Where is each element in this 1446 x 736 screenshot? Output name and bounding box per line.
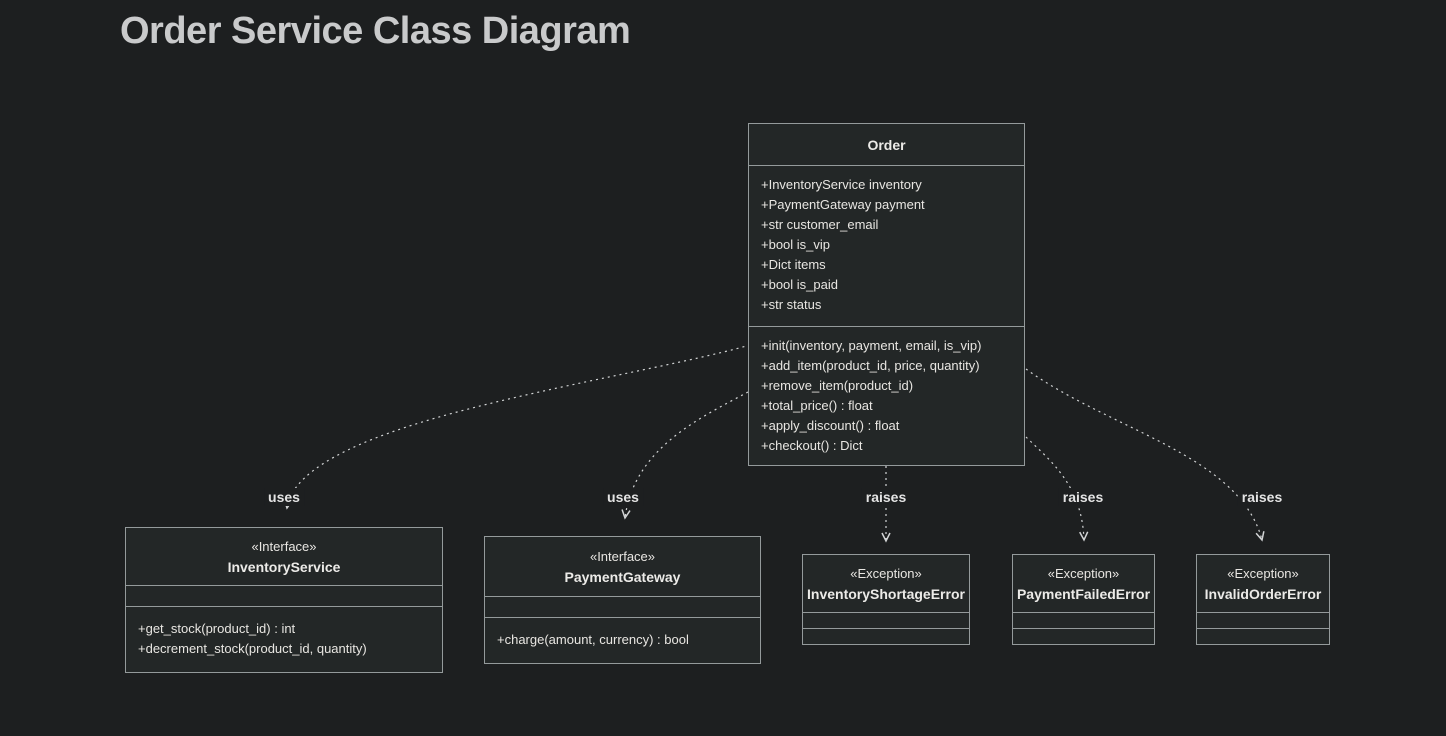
- attributes-compartment: [485, 596, 760, 617]
- method: +charge(amount, currency) : bool: [497, 632, 689, 647]
- attribute: +str status: [761, 297, 822, 312]
- class-name: PaymentGateway: [564, 568, 681, 585]
- methods-compartment: [1013, 628, 1154, 644]
- class-header-inventoryservice: «Interface» InventoryService: [126, 528, 442, 585]
- class-header-order: Order: [749, 124, 1024, 165]
- class-header-paymentfailederror: «Exception» PaymentFailedError: [1013, 555, 1154, 612]
- attributes-compartment: [1013, 612, 1154, 628]
- edge-label-raises-invalidordererror: raises: [1237, 488, 1287, 506]
- class-box-paymentfailederror: «Exception» PaymentFailedError: [1012, 554, 1155, 645]
- methods-compartment: [803, 628, 969, 644]
- methods-compartment: +charge(amount, currency) : bool: [485, 617, 760, 663]
- class-box-inventoryservice: «Interface» InventoryService +get_stock(…: [125, 527, 443, 673]
- edge-label-raises-inventoryshortageerror: raises: [861, 488, 911, 506]
- class-name: PaymentFailedError: [1016, 585, 1151, 602]
- class-header-invalidordererror: «Exception» InvalidOrderError: [1197, 555, 1329, 612]
- class-stereotype: «Interface»: [589, 548, 656, 564]
- edge-order-raises-invalidordererror: [1025, 368, 1265, 542]
- method: +checkout() : Dict: [761, 438, 863, 453]
- class-box-inventoryshortageerror: «Exception» InventoryShortageError: [802, 554, 970, 645]
- method: +remove_item(product_id): [761, 378, 914, 393]
- class-stereotype: «Exception»: [1047, 565, 1120, 581]
- class-name: Order: [867, 136, 906, 153]
- class-stereotype: «Interface»: [251, 538, 317, 554]
- method: +add_item(product_id, price, quantity): [761, 358, 980, 373]
- attribute: +Dict items: [761, 257, 826, 272]
- edge-order-uses-paymentgateway: [621, 391, 749, 520]
- class-name: InventoryService: [227, 558, 341, 575]
- page-title: Order Service Class Diagram: [120, 10, 631, 52]
- edge-label-uses-paymentgateway: uses: [603, 488, 643, 506]
- class-stereotype: «Exception»: [850, 565, 922, 581]
- class-box-order: Order +InventoryService inventory +Payme…: [748, 123, 1025, 466]
- class-stereotype: «Exception»: [1227, 565, 1299, 581]
- methods-compartment: +init(inventory, payment, email, is_vip)…: [749, 326, 1024, 465]
- attributes-compartment: [1197, 612, 1329, 628]
- attributes-compartment: +InventoryService inventory +PaymentGate…: [749, 165, 1024, 326]
- method: +init(inventory, payment, email, is_vip): [761, 338, 982, 353]
- attribute: +bool is_paid: [761, 277, 838, 292]
- attributes-compartment: [803, 612, 969, 628]
- method: +get_stock(product_id) : int: [138, 621, 296, 636]
- attributes-compartment: [126, 585, 442, 606]
- attribute: +str customer_email: [761, 217, 879, 232]
- methods-compartment: +get_stock(product_id) : int +decrement_…: [126, 606, 442, 672]
- method: +apply_discount() : float: [761, 418, 900, 433]
- edge-label-raises-paymentfailederror: raises: [1058, 488, 1108, 506]
- class-header-paymentgateway: «Interface» PaymentGateway: [485, 537, 760, 596]
- attribute: +bool is_vip: [761, 237, 831, 252]
- class-box-invalidordererror: «Exception» InvalidOrderError: [1196, 554, 1330, 645]
- class-name: InventoryShortageError: [807, 585, 965, 602]
- attribute: +InventoryService inventory: [761, 177, 922, 192]
- class-box-paymentgateway: «Interface» PaymentGateway +charge(amoun…: [484, 536, 761, 664]
- method: +decrement_stock(product_id, quantity): [138, 641, 367, 656]
- method: +total_price() : float: [761, 398, 873, 413]
- edge-label-uses-inventoryservice: uses: [264, 488, 304, 506]
- methods-compartment: [1197, 628, 1329, 644]
- class-header-inventoryshortageerror: «Exception» InventoryShortageError: [803, 555, 969, 612]
- attribute: +PaymentGateway payment: [761, 197, 925, 212]
- class-name: InvalidOrderError: [1204, 585, 1322, 602]
- edge-order-uses-inventoryservice: [283, 344, 751, 510]
